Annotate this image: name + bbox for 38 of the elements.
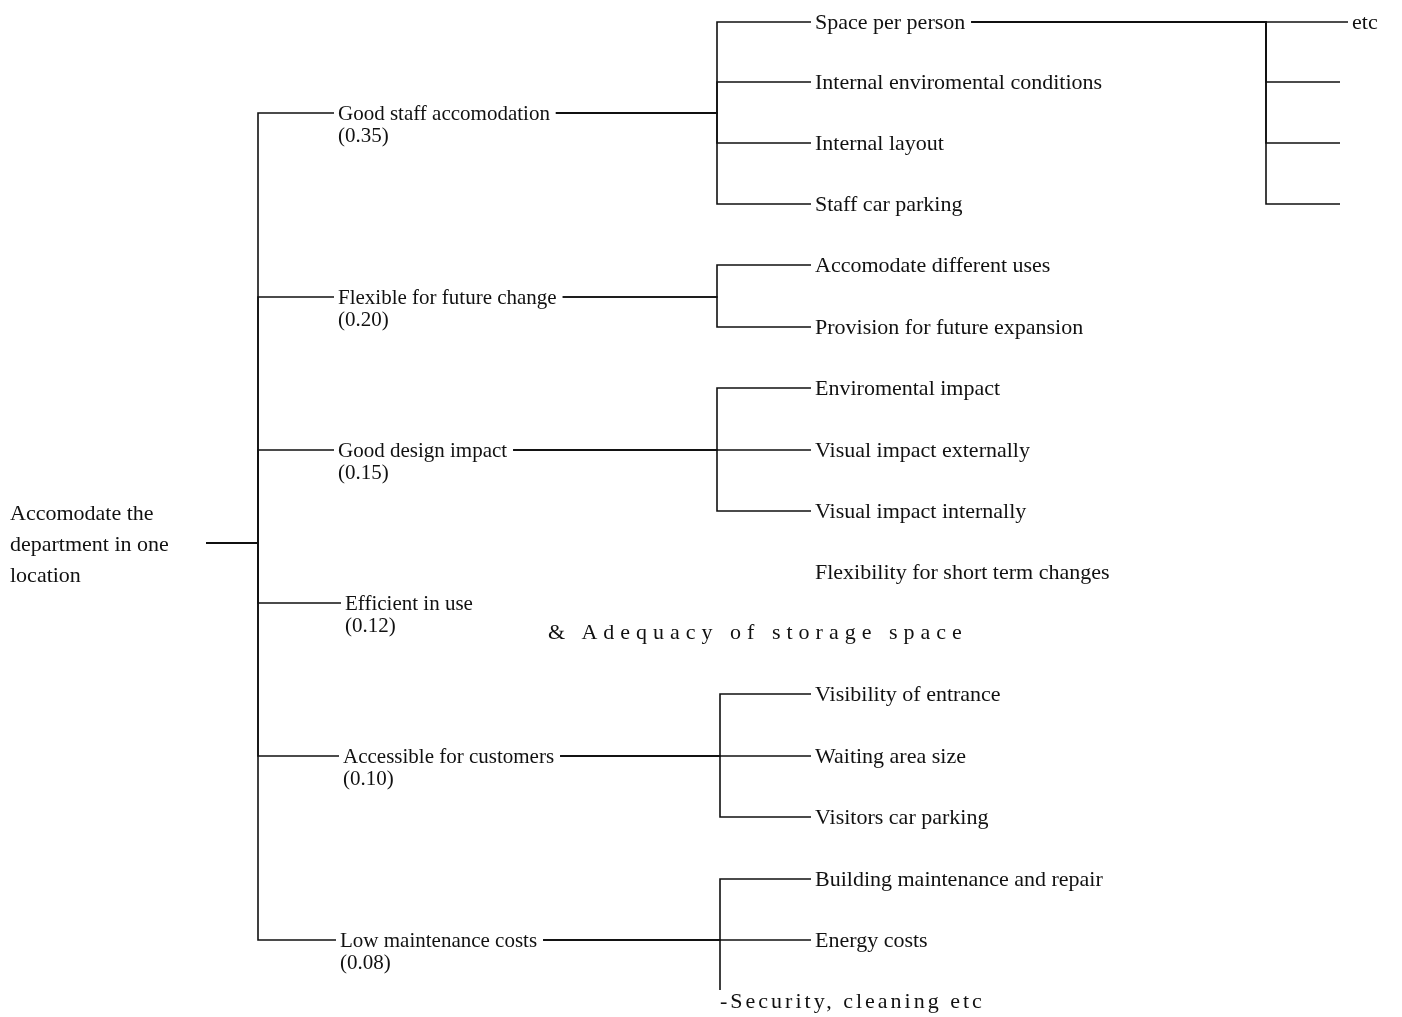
root-goal-label: Accomodate the department in one location [10,496,200,590]
tree-connector [205,542,337,941]
weight-label: (0.15) [338,461,390,483]
node-label: etc [1352,9,1378,35]
node-label: Waiting area size [815,743,966,769]
node-label: Internal layout [815,130,944,156]
weight-label: (0.12) [345,614,397,636]
node-label: Accomodate different uses [815,252,1051,278]
weight-label: (0.20) [338,308,390,330]
node-label: Internal enviromental conditions [815,69,1103,95]
node-label: Visual impact externally [815,437,1030,463]
criterion-label: Low maintenance costs [340,929,538,951]
tree-connector [555,112,812,205]
node-label: Staff car parking [815,191,963,217]
weight-label: (0.35) [338,124,390,146]
node-label: Provision for future expansion [815,314,1084,340]
tree-connector [559,755,812,818]
note-text: & Adequacy of storage space [548,619,968,645]
node-label: Energy costs [815,927,928,953]
tree-connector [970,21,1341,205]
node-label: Building maintenance and repair [815,866,1103,892]
node-label: Visual impact internally [815,498,1027,524]
criterion-label: Good design impact [338,439,508,461]
criterion-label: Accessible for customers [343,745,555,767]
tree-connector [561,296,812,328]
weight-label: (0.10) [343,767,395,789]
node-label: Visitors car parking [815,804,989,830]
tree-connector [512,449,812,512]
tree-connector [542,939,721,991]
node-label: Enviromental impact [815,375,1001,401]
weight-label: (0.08) [340,951,392,973]
criterion-label: Efficient in use [345,592,473,614]
criterion-label: Flexible for future change [338,286,557,308]
node-label: Space per person [815,9,966,35]
criterion-label: Good staff accomodation [338,102,550,124]
note-text: Flexibility for short term changes [815,559,1110,585]
node-label: Visibility of entrance [815,681,1001,707]
node-label: -Security, cleaning etc [720,988,985,1014]
